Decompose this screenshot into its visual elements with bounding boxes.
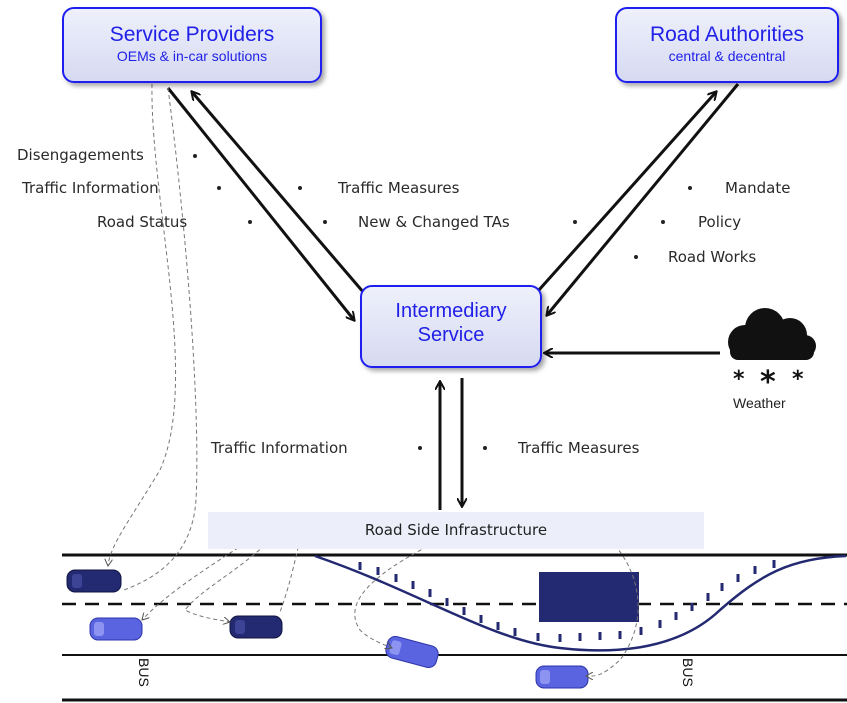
arrow-ra-to-intermediary xyxy=(547,83,740,315)
bullet-dot xyxy=(193,154,197,158)
bullet-dot xyxy=(688,186,692,190)
bullet-dot xyxy=(217,186,221,190)
cloud-icon xyxy=(728,308,816,360)
weather-label: Weather xyxy=(733,395,786,411)
label-traffic-measures-sp: Traffic Measures xyxy=(338,179,460,197)
svg-text:*: * xyxy=(760,365,776,400)
service-providers-node[interactable]: Service Providers OEMs & in-car solution… xyxy=(62,7,322,83)
snowflake-icon: * * * xyxy=(733,365,804,400)
bullet-dot xyxy=(418,446,422,450)
service-providers-title: Service Providers xyxy=(109,23,275,46)
road-works-block xyxy=(539,572,639,622)
road-side-infrastructure[interactable]: Road Side Infrastructure xyxy=(208,512,704,549)
bus-lane-label-left: BUS xyxy=(136,658,152,687)
vehicle-dark-1 xyxy=(66,569,122,593)
bullet-dot xyxy=(298,186,302,190)
label-policy: Policy xyxy=(698,213,742,231)
bullet-dot xyxy=(573,220,577,224)
intermediary-service-node[interactable]: Intermediary Service xyxy=(360,285,542,368)
label-mandate: Mandate xyxy=(725,179,791,197)
vehicle-light-1 xyxy=(89,617,143,641)
service-providers-subtitle: OEMs & in-car solutions xyxy=(116,48,268,64)
vehicle-light-2 xyxy=(535,665,589,689)
svg-text:*: * xyxy=(792,367,804,392)
bullet-dot xyxy=(323,220,327,224)
label-traffic-information-infra: Traffic Information xyxy=(211,439,348,457)
detour-curve xyxy=(314,554,847,652)
data-flow-curves xyxy=(108,83,639,676)
bullet-dot xyxy=(248,220,252,224)
arrow-intermediary-to-ra xyxy=(528,92,716,301)
label-traffic-measures-infra: Traffic Measures xyxy=(518,439,640,457)
label-disengagements: Disengagements xyxy=(17,146,144,164)
label-new-changed-tas: New & Changed TAs xyxy=(358,213,510,231)
label-traffic-information-sp: Traffic Information xyxy=(22,179,159,197)
vehicle-dark-2 xyxy=(229,615,283,639)
road-authorities-subtitle: central & decentral xyxy=(668,48,786,64)
road-authorities-title: Road Authorities xyxy=(649,23,805,46)
detour-ticks xyxy=(358,560,776,642)
label-road-status: Road Status xyxy=(97,213,188,231)
label-road-works: Road Works xyxy=(668,248,757,266)
bus-lane-label-right: BUS xyxy=(680,658,696,687)
arrow-sp-to-intermediary xyxy=(166,87,354,320)
bullet-dot xyxy=(634,255,638,259)
road-authorities-node[interactable]: Road Authorities central & decentral xyxy=(615,7,839,83)
intermediary-line1: Intermediary xyxy=(395,300,507,322)
svg-text:*: * xyxy=(733,367,745,392)
vehicle-light-turning xyxy=(385,635,439,669)
bullet-dot xyxy=(483,446,487,450)
bullet-dot xyxy=(661,220,665,224)
arrow-intermediary-to-sp xyxy=(192,92,372,301)
intermediary-line2: Service xyxy=(417,324,485,346)
